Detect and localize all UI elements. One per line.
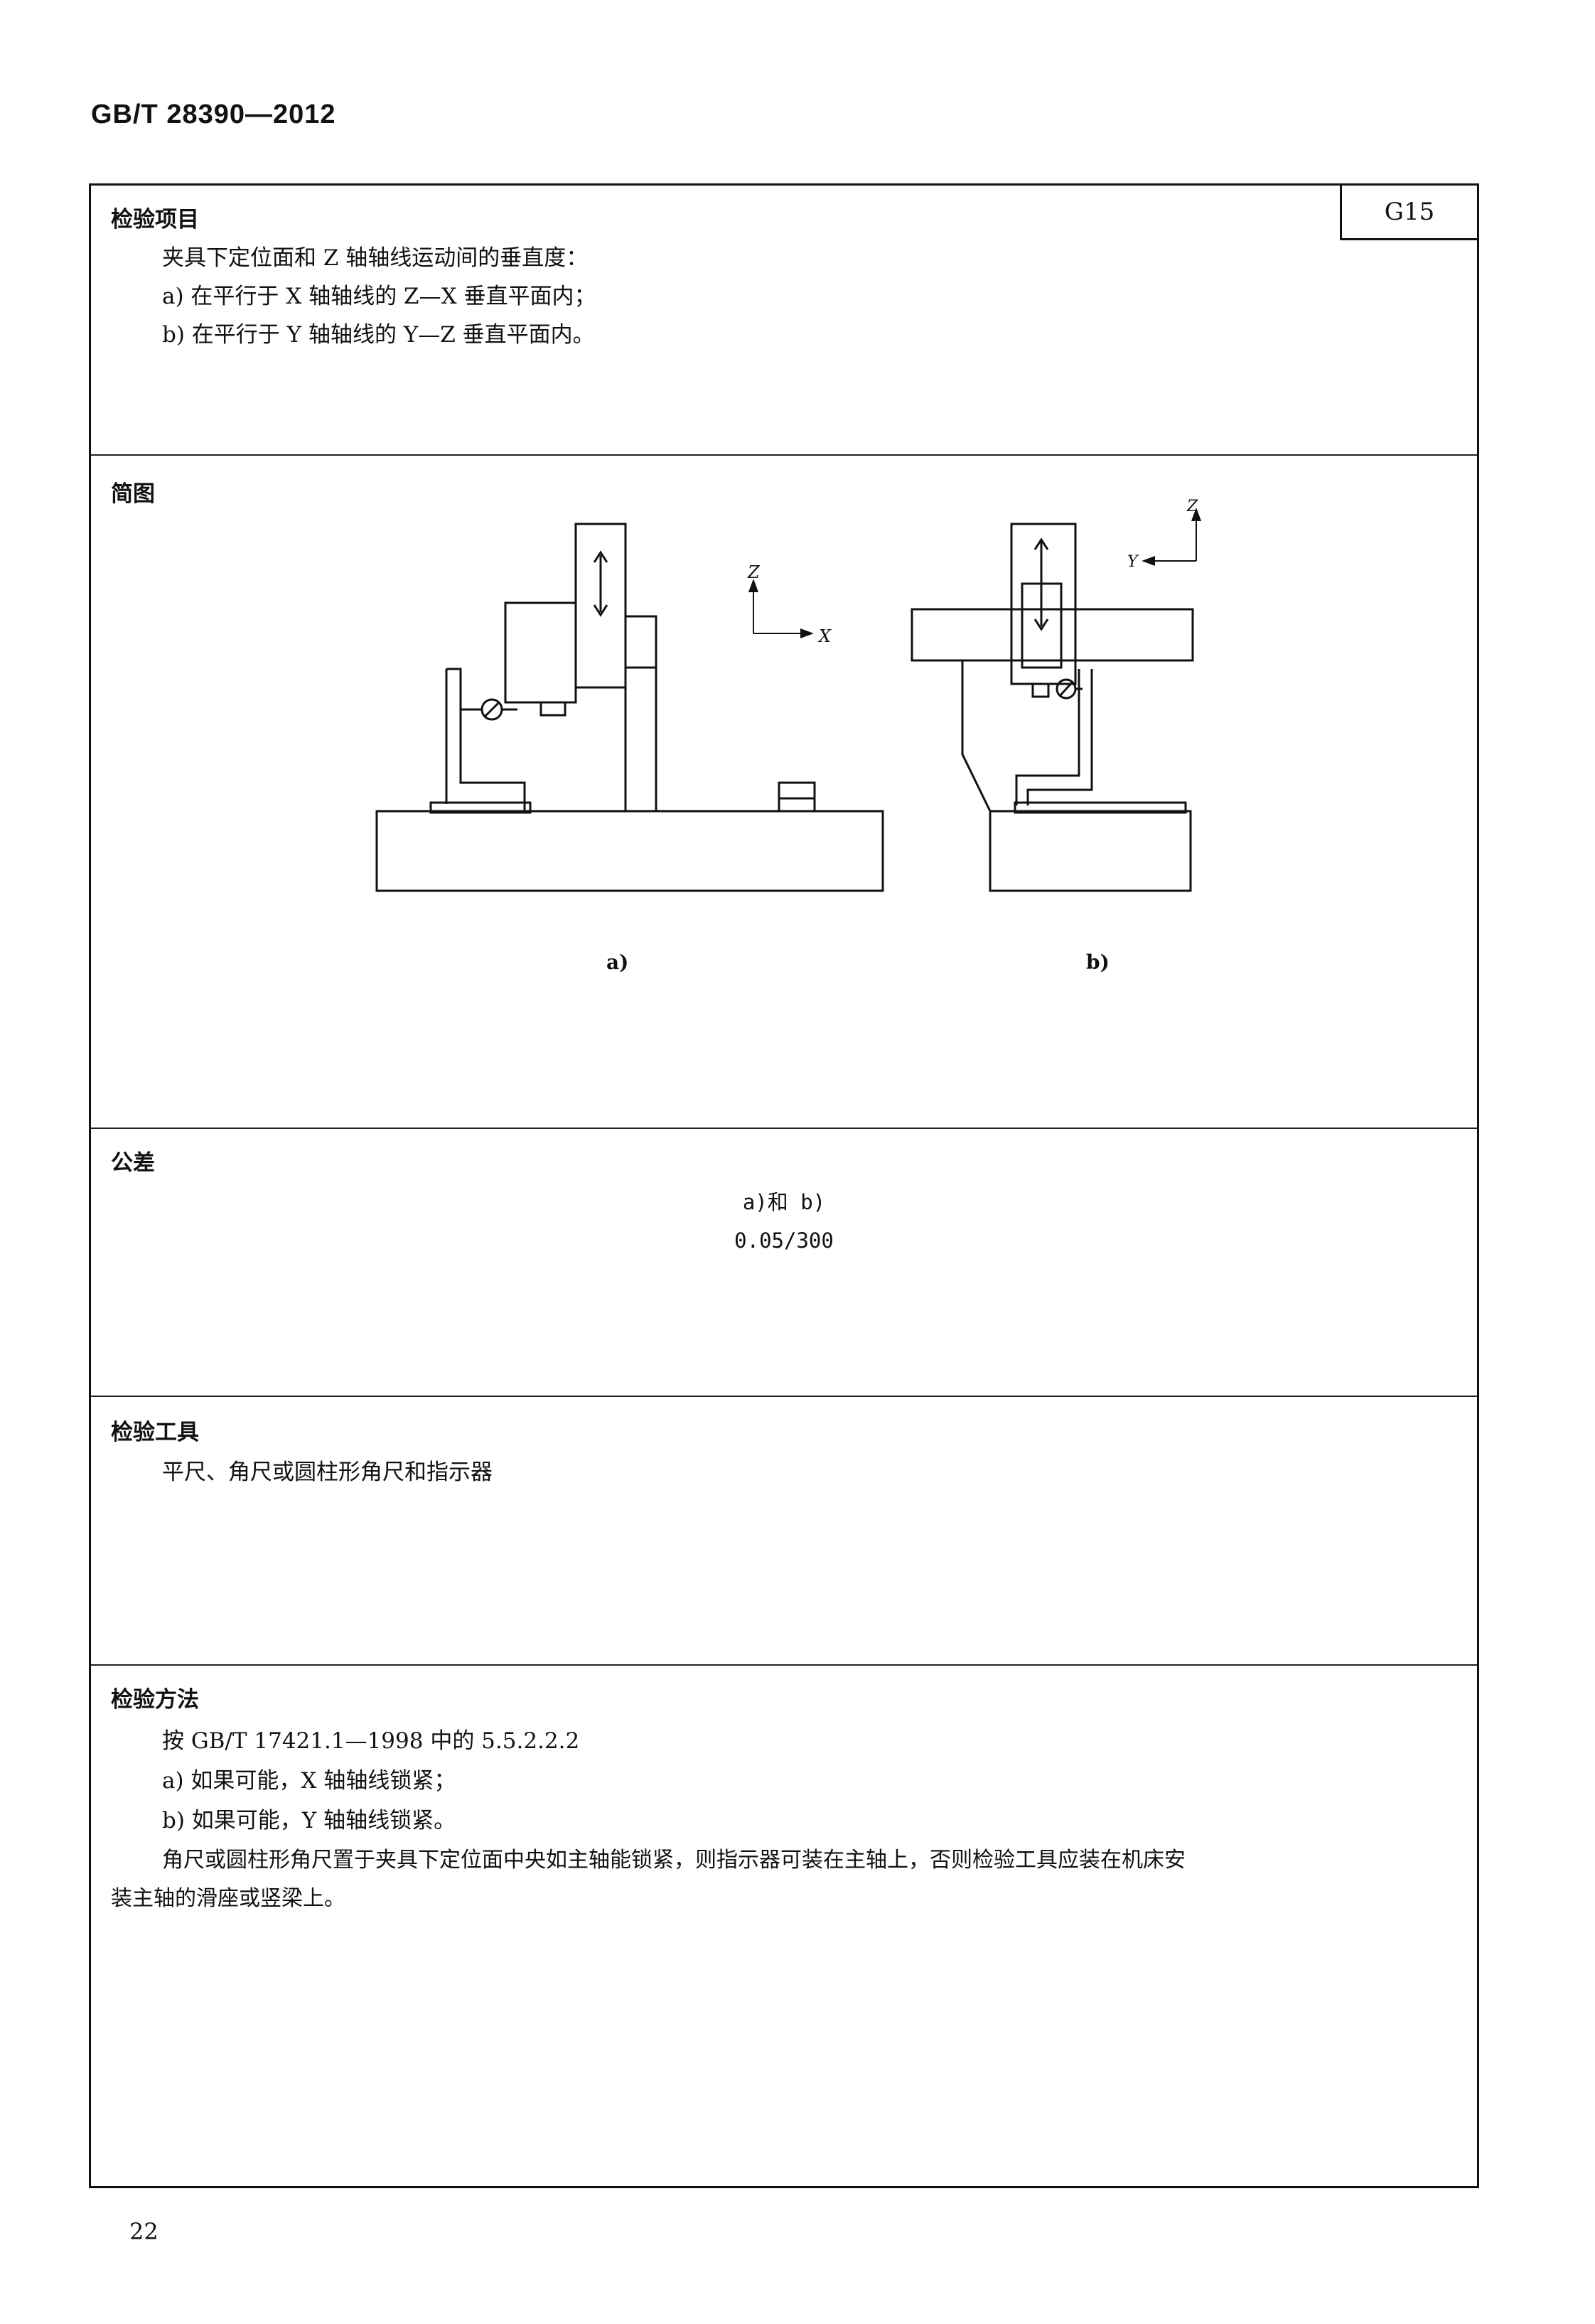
axis-y-label-b: Y <box>1127 553 1139 571</box>
section-divider <box>91 1396 1477 1397</box>
item-code: G15 <box>1340 183 1479 240</box>
diagram-section: 简图 <box>91 456 1477 1128</box>
standard-number: GB/T 28390—2012 <box>91 100 336 129</box>
method-line: 按 GB/T 17421.1—1998 中的 5.5.2.2.2 <box>162 1728 580 1754</box>
tolerance-scope: a)和 b) <box>742 1190 826 1214</box>
method-section: 检验方法 按 GB/T 17421.1—1998 中的 5.5.2.2.2 a)… <box>91 1666 1477 2185</box>
diagram-figures: Z X <box>375 498 1201 974</box>
figure-a <box>375 523 884 892</box>
tolerance-section: 公差 a)和 b) 0.05/300 <box>91 1129 1477 1396</box>
tools-title: 检验工具 <box>111 1420 199 1445</box>
check-item-title: 检验项目 <box>111 207 199 232</box>
figure-b-label: b) <box>1086 951 1110 974</box>
inspection-table: G15 检验项目 夹具下定位面和 Z 轴轴线运动间的垂直度： a) 在平行于 X… <box>89 183 1479 2188</box>
tolerance-value: 0.05/300 <box>734 1228 834 1253</box>
axes-b <box>1142 508 1201 566</box>
check-item-line: b) 在平行于 Y 轴轴线的 Y—Z 垂直平面内。 <box>162 322 595 348</box>
tolerance-title: 公差 <box>111 1150 155 1176</box>
check-item-line: a) 在平行于 X 轴轴线的 Z—X 垂直平面内； <box>162 284 596 309</box>
check-item-line: 夹具下定位面和 Z 轴轴线运动间的垂直度： <box>162 245 589 271</box>
axis-x-label-a: X <box>817 626 832 646</box>
tools-text: 平尺、角尺或圆柱形角尺和指示器 <box>162 1460 493 1485</box>
method-line: a) 如果可能，X 轴轴线锁紧； <box>162 1768 456 1794</box>
section-divider <box>91 454 1477 456</box>
tools-section: 检验工具 平尺、角尺或圆柱形角尺和指示器 <box>91 1397 1477 1664</box>
section-divider <box>91 1664 1477 1666</box>
check-item-section: 检验项目 夹具下定位面和 Z 轴轴线运动间的垂直度： a) 在平行于 X 轴轴线… <box>91 186 1477 456</box>
diagram-title: 简图 <box>111 481 155 507</box>
method-paragraph-line: 装主轴的滑座或竖梁上。 <box>111 1886 345 1911</box>
figure-b <box>911 523 1194 892</box>
method-title: 检验方法 <box>111 1687 199 1713</box>
axis-z-label-a: Z <box>747 562 761 582</box>
figure-a-label: a) <box>606 951 628 974</box>
page-number: 22 <box>129 2218 159 2245</box>
axes-a <box>748 579 814 638</box>
section-divider <box>91 1128 1477 1129</box>
axis-z-label-b: Z <box>1186 498 1198 515</box>
method-line: b) 如果可能，Y 轴轴线锁紧。 <box>162 1808 456 1833</box>
method-paragraph-line: 角尺或圆柱形角尺置于夹具下定位面中央如主轴能锁紧，则指示器可装在主轴上，否则检验… <box>162 1848 1186 1873</box>
